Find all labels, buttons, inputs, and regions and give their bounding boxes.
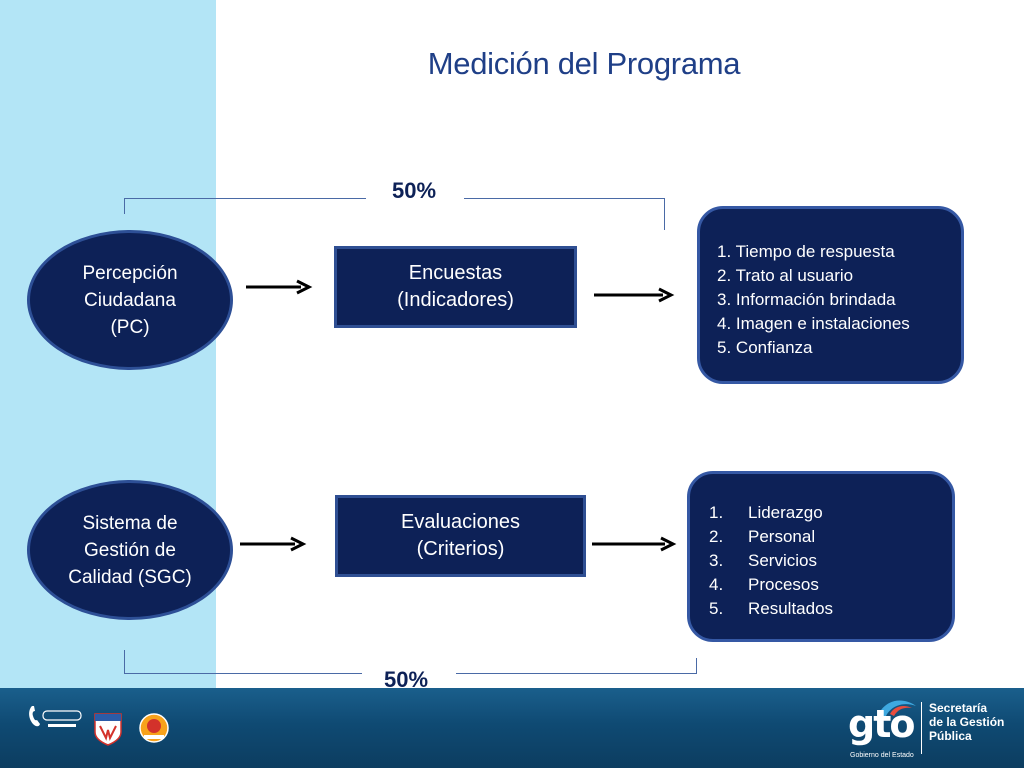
- arrow-right-icon: [240, 536, 307, 552]
- phone-campaign-logo: [29, 706, 82, 727]
- seal-logo: [139, 713, 169, 743]
- secretaria-label: Secretaría de la Gestión Pública: [929, 701, 1005, 743]
- footer-divider: [921, 702, 922, 754]
- source-ellipse-sgc: Sistema de Gestión de Calidad (SGC): [27, 480, 233, 620]
- list-item: 2.Personal: [709, 527, 816, 546]
- bottom-bracket-left: [124, 650, 362, 674]
- top-bracket-right: [464, 198, 665, 230]
- gto-subtitle: Gobierno del Estado: [850, 752, 914, 759]
- list-item: 5.Resultados: [709, 599, 834, 618]
- page-title: Medición del Programa: [427, 46, 741, 81]
- list-item: 4. Imagen e instalaciones: [717, 314, 910, 333]
- criteria-list-box: 1.Liderazgo 2.Personal 3.Servicios 4.Pro…: [687, 471, 955, 642]
- list-item: 2. Trato al usuario: [717, 266, 854, 285]
- method-box-evaluaciones: Evaluaciones (Criterios): [335, 495, 586, 577]
- list-item: 3. Información brindada: [717, 290, 896, 309]
- arrow-right-icon: [594, 287, 675, 303]
- shield-logo: [94, 713, 122, 746]
- percent-bottom: 50%: [384, 667, 429, 692]
- list-item: 1. Tiempo de respuesta: [717, 242, 895, 261]
- gto-swoosh-icon: [878, 700, 916, 716]
- bottom-bracket-right: [456, 658, 697, 674]
- source-ellipse-pc: Percepción Ciudadana (PC): [27, 230, 233, 370]
- list-item: 5. Confianza: [717, 338, 813, 357]
- percent-top: 50%: [392, 178, 437, 203]
- gto-logo-text: gto: [848, 702, 915, 746]
- gto-logo: gto Gobierno del Estado: [848, 692, 918, 764]
- footer-bar: gto Gobierno del Estado Secretaría de la…: [0, 688, 1024, 768]
- list-item: 1.Liderazgo: [709, 503, 823, 522]
- indicator-list: 1. Tiempo de respuesta 2. Trato al usuar…: [717, 240, 961, 360]
- arrow-right-icon: [246, 279, 313, 295]
- criteria-list: 1.Liderazgo 2.Personal 3.Servicios 4.Pro…: [709, 501, 952, 621]
- list-item: 4.Procesos: [709, 575, 819, 594]
- method-box-encuestas: Encuestas (Indicadores): [334, 246, 577, 328]
- top-bracket-left: [124, 198, 366, 214]
- arrow-right-icon: [592, 536, 677, 552]
- indicator-list-box: 1. Tiempo de respuesta 2. Trato al usuar…: [697, 206, 964, 384]
- list-item: 3.Servicios: [709, 551, 817, 570]
